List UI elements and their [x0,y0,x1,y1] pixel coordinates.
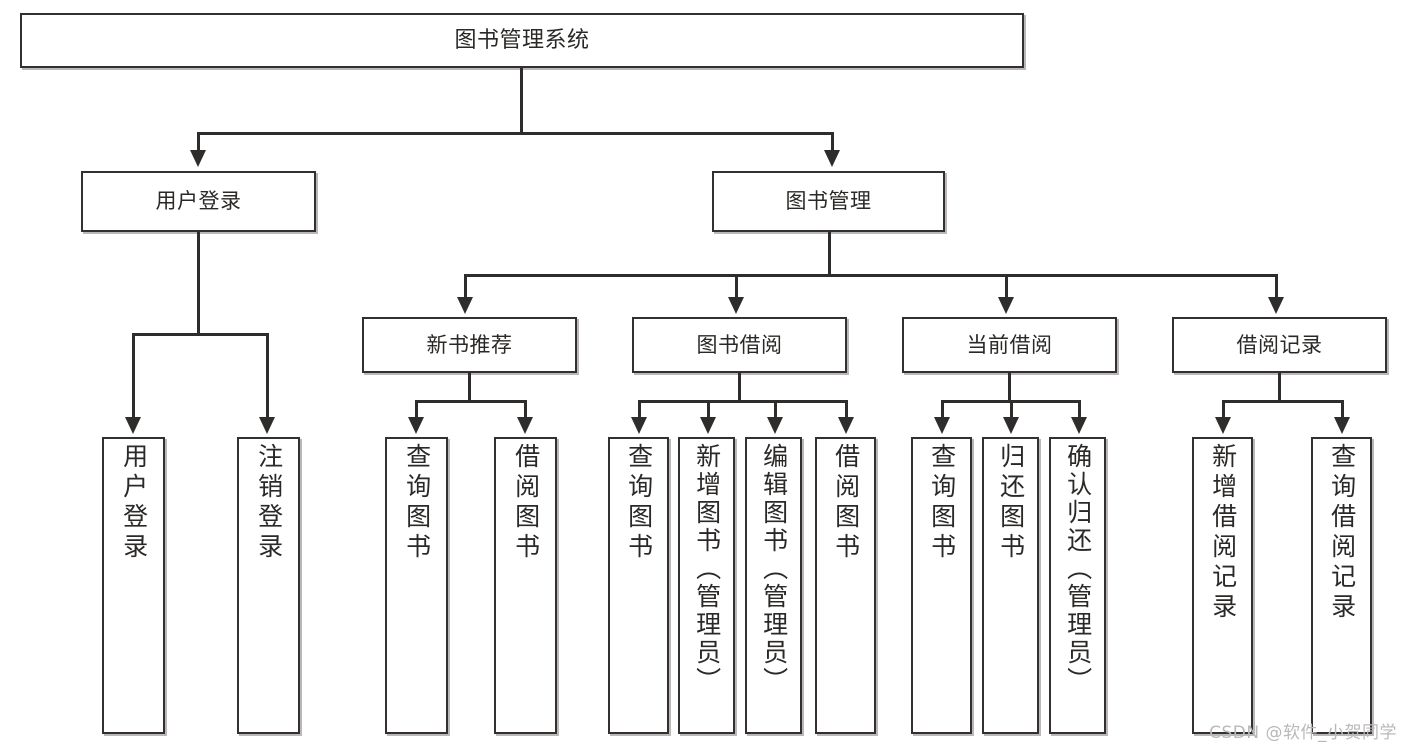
node-label: 查询图书 [624,443,654,563]
arrowhead-to-book-borrow [728,297,744,314]
leaf-query-book-current[interactable]: 查询图书 [911,437,972,734]
node-book-management[interactable]: 图书管理 [712,171,945,232]
node-borrow-record[interactable]: 借阅记录 [1172,317,1387,373]
leaf-confirm-return-admin[interactable]: 确认归还（管理员） [1049,437,1106,734]
node-label: 查询图书 [927,443,957,563]
arrowhead-to-leaf-edit-book [767,417,783,434]
leaf-borrow-book-borrow[interactable]: 借阅图书 [815,437,876,734]
connector-borrow-record-drop-2 [1341,400,1344,418]
connector-borrow-record-drop-1 [1222,400,1225,418]
connector-book-borrow-drop-3 [774,400,777,418]
leaf-query-book-borrow[interactable]: 查询图书 [608,437,669,734]
leaf-logout[interactable]: 注销登录 [237,437,300,734]
connector-root-stem [520,68,523,134]
leaf-return-book[interactable]: 归还图书 [982,437,1039,734]
arrowhead-to-leaf-user-login [125,417,141,434]
arrowhead-to-leaf-return-book [1003,417,1019,434]
node-label: 编辑图书（管理员） [759,443,789,695]
node-label: 新增图书（管理员） [692,443,722,695]
arrowhead-to-leaf-logout [259,417,275,434]
node-label: 查询图书 [402,443,432,563]
leaf-add-book-admin[interactable]: 新增图书（管理员） [678,437,735,734]
connector-current-borrow-drop-1 [941,400,944,418]
connector-book-manage-stem [828,232,831,276]
leaf-query-borrow-record[interactable]: 查询借阅记录 [1311,437,1372,734]
arrowhead-to-leaf-confirm-return [1071,417,1087,434]
leaf-query-book-newbook[interactable]: 查询图书 [385,437,448,734]
node-current-borrow[interactable]: 当前借阅 [902,317,1117,373]
node-label: 借阅图书 [511,443,541,563]
arrowhead-to-leaf-query-book-b [631,417,647,434]
connector-root-drop-2 [831,132,834,151]
connector-new-book-drop-1 [415,400,418,418]
arrowhead-to-current-borrow [998,297,1014,314]
csdn-watermark: CSDN @软件_小贺同学 [1209,723,1397,743]
connector-book-borrow-stem [738,373,741,402]
connector-new-book-stem [468,373,471,402]
connector-current-borrow-drop-3 [1078,400,1081,418]
arrowhead-to-user-login [190,150,206,167]
connector-book-borrow-drop-4 [845,400,848,418]
connector-user-login-drop-1 [132,333,135,418]
connector-new-book-drop-2 [524,400,527,418]
node-label: 图书管理系统 [454,27,590,53]
connector-l3-drop-4 [1275,274,1278,298]
node-label: 借阅记录 [1236,332,1323,357]
node-label: 归还图书 [996,443,1026,563]
node-label: 图书借阅 [696,332,783,357]
node-label: 借阅图书 [831,443,861,563]
node-label: 用户登录 [155,189,242,214]
leaf-user-login[interactable]: 用户登录 [102,437,165,734]
arrowhead-to-leaf-borrow-book-a [517,417,533,434]
connector-book-manage-bus [464,274,1278,277]
node-label: 确认归还（管理员） [1063,443,1093,695]
connector-user-login-drop-2 [266,333,269,418]
arrowhead-to-borrow-record [1268,297,1284,314]
node-root-system[interactable]: 图书管理系统 [20,13,1024,68]
arrowhead-to-leaf-query-book-a [408,417,424,434]
arrowhead-to-leaf-add-book [700,417,716,434]
connector-book-borrow-bus [638,400,848,403]
leaf-edit-book-admin[interactable]: 编辑图书（管理员） [745,437,802,734]
connector-user-login-bus [132,333,269,336]
connector-user-login-stem [197,232,200,335]
arrowhead-to-leaf-borrow-book-b [838,417,854,434]
connector-borrow-record-stem [1278,373,1281,402]
connector-book-borrow-drop-1 [638,400,641,418]
node-label: 用户登录 [119,443,149,563]
connector-book-borrow-drop-2 [707,400,710,418]
connector-l3-drop-3 [1005,274,1008,298]
arrowhead-to-book-manage [824,150,840,167]
node-label: 新增借阅记录 [1208,443,1238,623]
node-label: 注销登录 [254,443,284,563]
node-label: 查询借阅记录 [1327,443,1357,623]
connector-current-borrow-stem [1008,373,1011,402]
node-label: 新书推荐 [426,332,513,357]
node-label: 当前借阅 [966,332,1053,357]
leaf-add-borrow-record[interactable]: 新增借阅记录 [1192,437,1253,734]
node-user-login[interactable]: 用户登录 [81,171,316,232]
arrowhead-to-new-book [457,297,473,314]
connector-borrow-record-bus [1222,400,1344,403]
connector-l3-drop-1 [464,274,467,298]
node-new-book-recommend[interactable]: 新书推荐 [362,317,577,373]
node-label: 图书管理 [785,189,872,214]
arrowhead-to-leaf-add-record [1215,417,1231,434]
node-book-borrow[interactable]: 图书借阅 [632,317,847,373]
connector-root-drop-1 [197,132,200,151]
arrowhead-to-leaf-query-book-c [934,417,950,434]
leaf-borrow-book-newbook[interactable]: 借阅图书 [494,437,557,734]
connector-root-bus [197,132,834,135]
connector-l3-drop-2 [735,274,738,298]
connector-new-book-bus [415,400,527,403]
arrowhead-to-leaf-query-record [1334,417,1350,434]
connector-current-borrow-drop-2 [1010,400,1013,418]
